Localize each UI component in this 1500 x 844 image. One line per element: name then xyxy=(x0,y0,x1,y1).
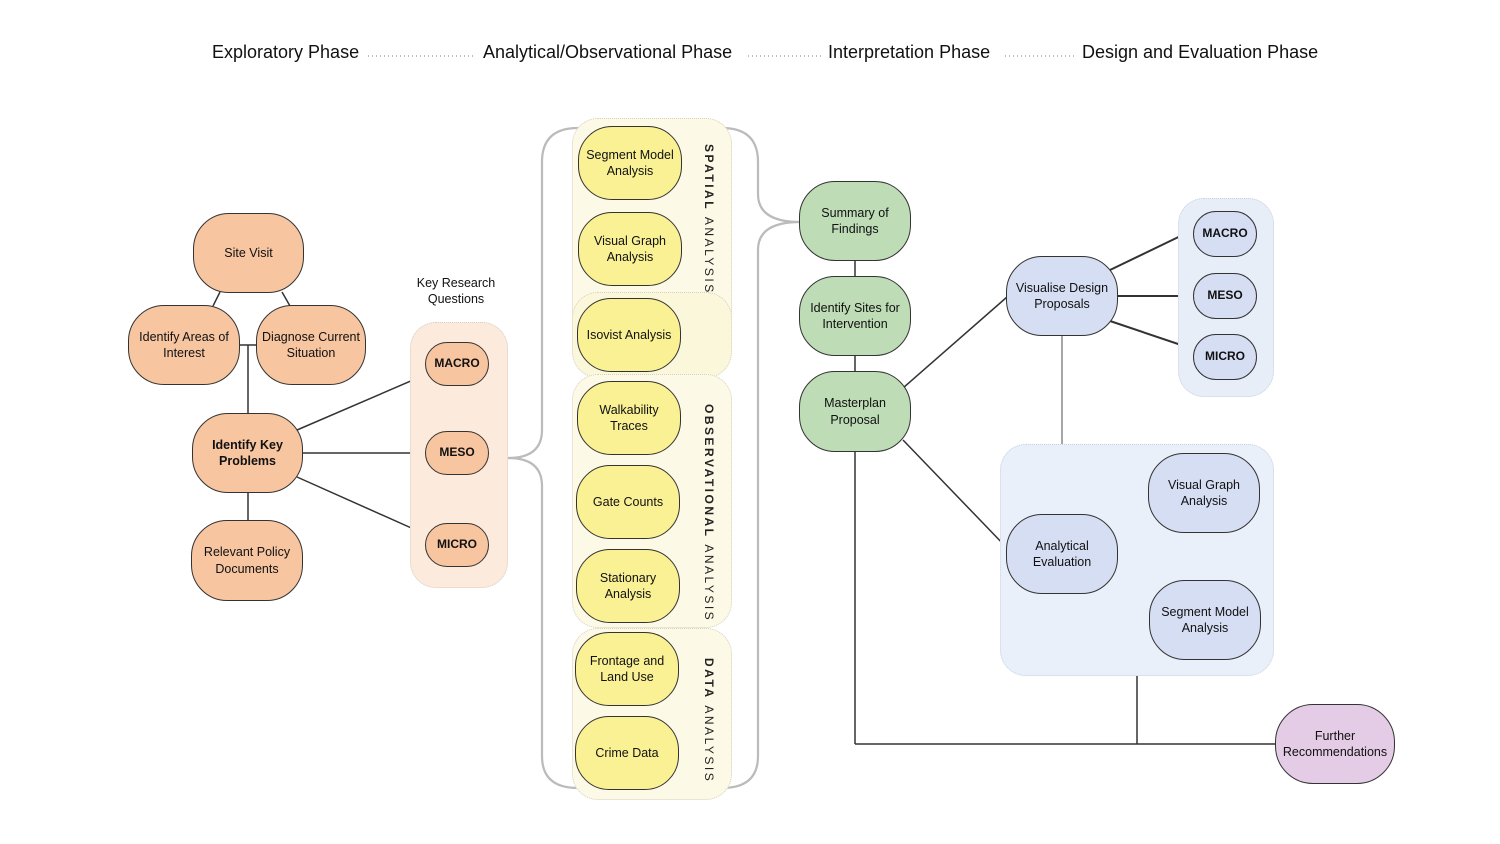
edge-sitevisit-diagnose xyxy=(281,291,291,307)
krq-meso-node: MESO xyxy=(425,431,489,475)
visualise-node: Visualise Design Proposals xyxy=(1006,256,1118,336)
krq-macro-node: MACRO xyxy=(425,342,489,386)
krq-label: Key Research Questions xyxy=(416,276,496,307)
edge-masterplan-visualise xyxy=(902,296,1008,389)
phase-design: Design and Evaluation Phase xyxy=(1082,42,1319,62)
design-meso-node: MESO xyxy=(1193,273,1257,319)
identify-areas-node: Identify Areas of Interest xyxy=(128,305,240,385)
masterplan-node: Masterplan Proposal xyxy=(799,371,911,452)
frontage-node: Frontage and Land Use xyxy=(575,632,679,706)
edge-problems-micro xyxy=(296,476,428,536)
site-visit-node: Site Visit xyxy=(193,213,304,293)
walkability-node: Walkability Traces xyxy=(577,381,681,455)
observational-analysis-label: OBSERVATIONAL ANALYSIS xyxy=(702,404,716,623)
phase-interpretation: Interpretation Phase xyxy=(828,42,991,62)
crime-data-node: Crime Data xyxy=(575,716,679,790)
eval-visual-graph-node: Visual Graph Analysis xyxy=(1148,453,1260,533)
policy-documents-node: Relevant Policy Documents xyxy=(191,520,303,601)
identify-problems-node: Identify Key Problems xyxy=(192,413,303,493)
data-analysis-label: DATA ANALYSIS xyxy=(702,658,716,784)
eval-segment-model-node: Segment Model Analysis xyxy=(1149,580,1261,660)
phase-analytical: Analytical/Observational Phase xyxy=(483,42,733,62)
edge-masterplan-evaluation xyxy=(902,439,1008,549)
krq-micro-node: MICRO xyxy=(425,523,489,567)
visual-graph-node: Visual Graph Analysis xyxy=(578,212,682,286)
design-macro-node: MACRO xyxy=(1193,211,1257,257)
phase-exploratory: Exploratory Phase xyxy=(212,42,360,62)
right-brace xyxy=(721,126,801,790)
gate-counts-node: Gate Counts xyxy=(576,465,680,539)
design-micro-node: MICRO xyxy=(1193,334,1257,380)
segment-model-node: Segment Model Analysis xyxy=(578,126,682,200)
isovist-node: Isovist Analysis xyxy=(577,298,681,372)
edge-sitevisit-areas xyxy=(212,291,221,307)
analytical-evaluation-node: Analytical Evaluation xyxy=(1006,514,1118,594)
identify-sites-node: Identify Sites for Intervention xyxy=(799,276,911,356)
stationary-node: Stationary Analysis xyxy=(576,549,680,623)
spatial-analysis-label: SPATIAL ANALYSIS xyxy=(702,144,716,295)
diagnose-node: Diagnose Current Situation xyxy=(256,305,366,385)
further-recommendations-node: Further Recommendations xyxy=(1275,704,1395,784)
left-brace xyxy=(507,126,579,790)
summary-node: Summary of Findings xyxy=(799,181,911,261)
edge-problems-macro xyxy=(296,373,428,431)
